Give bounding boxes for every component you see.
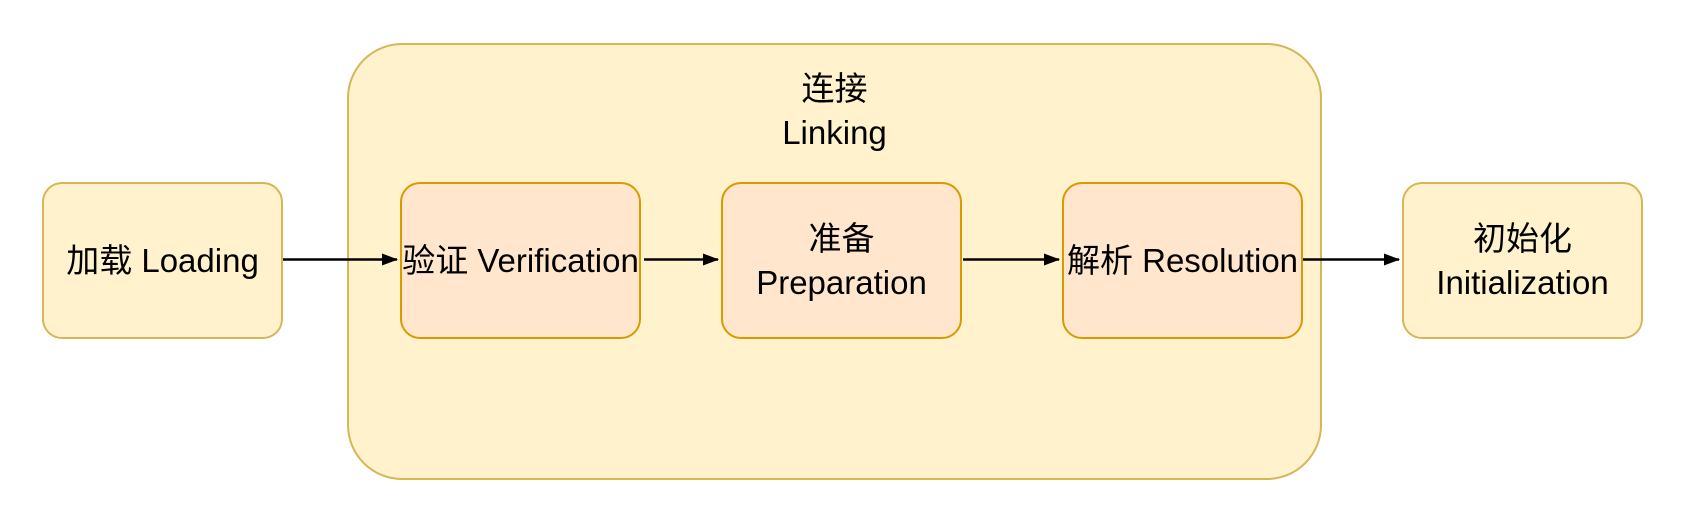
node-resolution: 解析 Resolution [1062, 182, 1303, 339]
node-verification-label: 验证 Verification [402, 241, 639, 279]
node-initialization: 初始化 Initialization [1402, 182, 1643, 339]
node-preparation-label: 准备 Preparation [756, 219, 927, 301]
node-resolution-label: 解析 Resolution [1066, 241, 1299, 279]
node-verification: 验证 Verification [400, 182, 641, 339]
group-linking-label: 连接 Linking [782, 70, 887, 151]
node-loading-label: 加载 Loading [66, 241, 259, 279]
node-preparation: 准备 Preparation [721, 182, 962, 339]
node-initialization-label: 初始化 Initialization [1436, 219, 1609, 301]
node-loading: 加载 Loading [42, 182, 283, 339]
